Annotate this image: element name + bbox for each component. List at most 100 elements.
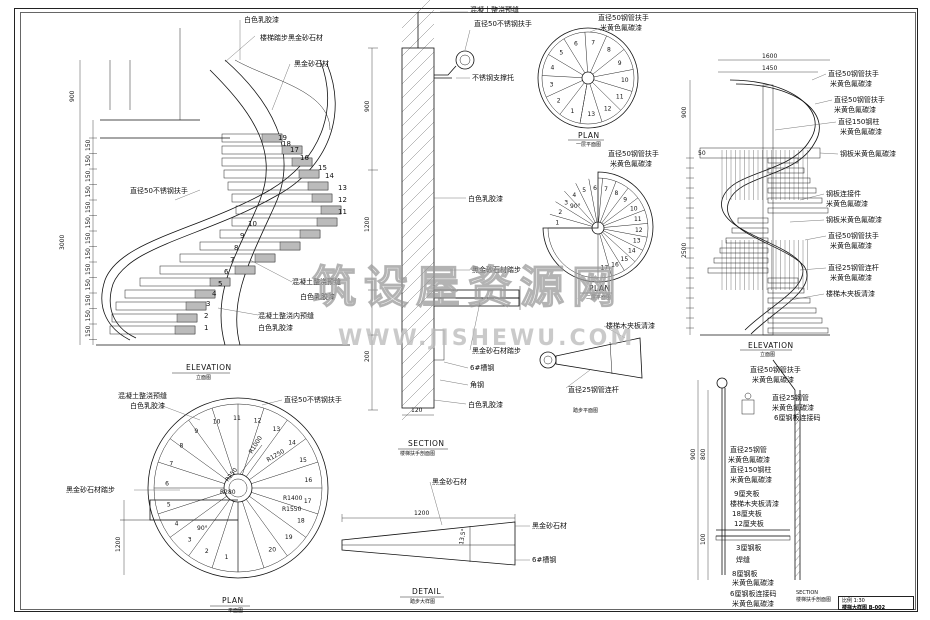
plan-step-number: 10 [213,419,221,426]
se-label-paint2: 米黄色氟碳漆 [834,105,876,114]
wall-hatch [401,317,435,351]
elev-dim-900: 900 [69,90,76,102]
plan-step-number: 6 [593,185,597,192]
plan-step-number: 4 [175,521,179,528]
elev-dim-150: 150 [85,186,92,198]
wall-hatch [401,233,435,267]
elev-step-number: 1 [204,324,208,332]
elev-step-number: 12 [338,196,347,204]
plan-step-number: 1 [570,108,574,115]
elevation-right-subtitle: 立面图 [760,351,775,358]
step-radial-line [590,35,607,73]
section-hatch [794,426,801,434]
sec-label-step2: 黑金砂石材踏步 [472,346,521,355]
section-hatch [794,538,801,546]
leader-line [814,99,833,105]
sec-label-bracket: 不锈钢支撑托 [472,73,514,82]
leader-line [774,121,837,131]
step-radial-line [592,49,625,75]
elev-step-number: 14 [325,172,334,180]
wall-hatch [401,37,435,71]
sd-label-paint4: 米黄色氟碳漆 [730,475,772,484]
re-dim-2500: 2500 [681,243,688,258]
wall-hatch [401,93,435,127]
stair-step-edge [261,133,283,143]
stair-step-edge [298,169,320,179]
step-radial-line [603,230,643,251]
sec-label-white-paint: 白色乳胶漆 [468,194,503,203]
plan-step-number: 9 [618,60,622,67]
stair-step-edge [254,253,276,263]
elev-step-number: 13 [338,184,347,192]
plan-step-number: 2 [205,548,209,555]
wall-hatch [401,121,435,155]
plan-step-number: 20 [268,547,276,554]
elevation-step [707,267,769,274]
elev-dim-150: 150 [85,201,92,213]
elevation-left-title: ELEVATION [186,363,232,372]
section-right-detail: 900 800 100 直径50钢管扶手 米黄色氟碳漆 直径25钢管 米黄色氟碳… [690,359,831,608]
se-label-steel-paint: 钢板米黄色氟碳漆 [840,149,896,158]
elevation-right-title: ELEVATION [748,341,794,350]
sd-label-wood-paint: 楼梯木夹板清漆 [730,499,779,508]
sd-label-board18: 18厘夹板 [732,509,762,518]
sd-label-steel8: 8厘钢板 [732,569,757,578]
elevation-step [725,237,769,244]
plan-step-number: 3 [188,537,192,544]
plan-label-step: 黑金砂石材踏步 [66,485,115,494]
step-radial-line [188,499,230,557]
step-radial-line [603,228,648,238]
plan-step-number: 10 [630,206,638,213]
wall-hatch [401,107,435,141]
step-radial-line [249,496,307,538]
leader-line [799,267,827,271]
elev-dim-150: 150 [85,170,92,182]
wall-hatch [401,387,435,421]
plan-step-number: 11 [233,415,241,422]
plan-step-number: 13 [633,238,641,245]
section-hatch [794,482,801,490]
step-radial-line [542,75,583,78]
plan-r250: R250 [224,466,239,483]
stair-step-edge [316,217,338,227]
plan-r1000: R1000 [248,435,264,455]
plan-step-number: 3 [550,82,554,89]
elev-label-concrete: 混凝土整浇预缝 [292,277,341,286]
elev-step-number: 7 [230,256,234,264]
elevation-step [767,177,811,184]
wall-hatch [401,261,435,295]
sd-label-steel3: 3厘钢板 [736,543,761,552]
detail: 1200 13.5° 黑金砂石材 黑金砂石材 6#槽钢 DETAIL 踏步大样图 [341,477,567,605]
sec-dim-900: 900 [364,100,371,112]
wall-hatch [401,191,435,225]
section-hatch [794,498,801,506]
leader-line [819,152,839,155]
wall-hatch [401,289,435,323]
sd-label-pipe25: 直径25钢管 [772,393,809,402]
step-radial-line [546,80,583,98]
section-hatch [794,554,801,562]
plan-label-white-paint: 白色乳胶漆 [130,401,165,410]
plan-step-number: 17 [304,498,312,505]
plan-step-number: 12 [635,227,643,234]
leader-line [804,235,827,241]
sec-dim-1200: 1200 [364,217,371,232]
plan-top-title: PLAN [578,131,600,140]
section-hatch [794,530,801,538]
plan-step-number: 3 [564,199,568,206]
se-label-steel-paint2: 钢板米黄色氟碳漆 [826,215,882,224]
plan-r1550: R1550 [282,506,302,513]
se-label-paint6: 米黄色氟碳漆 [830,273,872,282]
step-radial-line [246,419,288,477]
elevation-left-subtitle: 立面图 [196,374,211,381]
elev-dim-150: 150 [85,263,92,275]
plan-step-subtitle: 踏步平面图 [573,407,598,414]
sec-label-concrete: 混凝土整浇预缝 [470,5,519,14]
step-radial-line [211,501,234,568]
sec-label-angle: 角钢 [470,380,484,389]
plan-left-title: PLAN [222,596,244,605]
plan-step-number: 6 [165,481,169,488]
det-label-black-gold2: 黑金砂石材 [532,521,567,530]
